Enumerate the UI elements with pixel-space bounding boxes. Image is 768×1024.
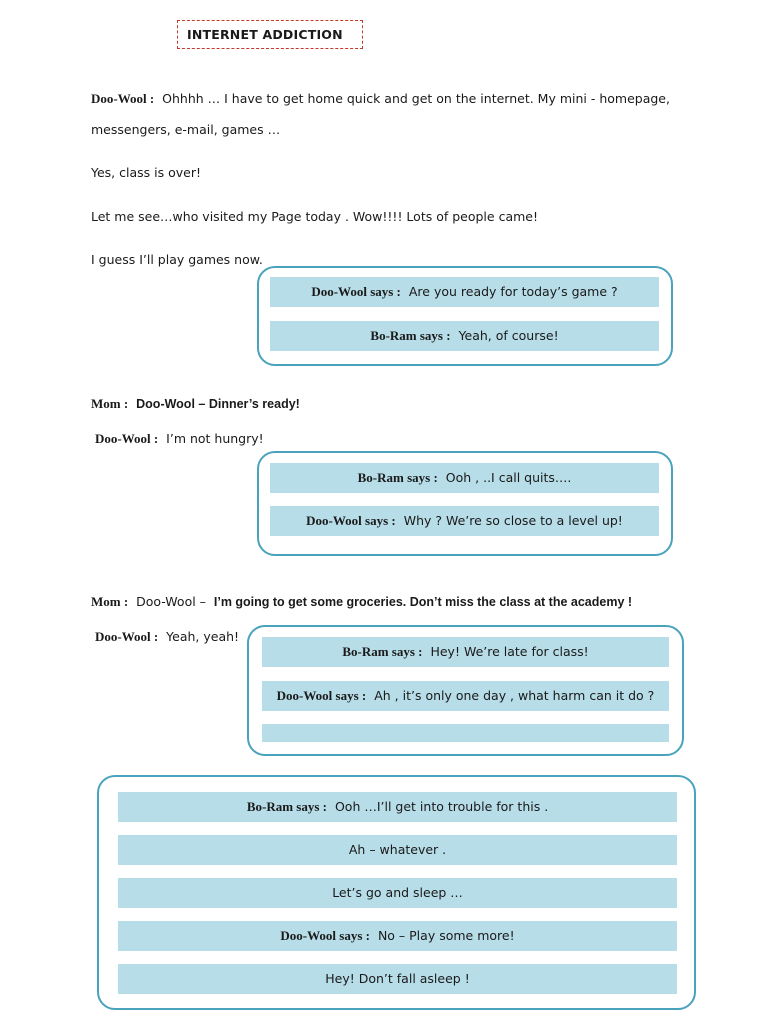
intro-line-2: messengers, e-mail, games … bbox=[91, 122, 281, 137]
speaker-label: Mom : bbox=[91, 396, 129, 411]
speaker-label: Doo-Wool : bbox=[91, 91, 155, 106]
doo-wool-line-1: Doo-Wool : I’m not hungry! bbox=[95, 431, 264, 447]
chat-box-4: Bo-Ram says : Ooh …I’ll get into trouble… bbox=[97, 775, 696, 1010]
intro-line-4: Let me see…who visited my Page today . W… bbox=[91, 209, 538, 224]
speaker-label: Doo-Wool : bbox=[95, 629, 159, 644]
intro-line-3: Yes, class is over! bbox=[91, 165, 201, 180]
speaker-label: Bo-Ram says : bbox=[342, 644, 423, 659]
speaker-label: Doo-Wool says : bbox=[276, 688, 367, 703]
dialogue-text: I’m not hungry! bbox=[166, 431, 264, 446]
dialogue-name: Doo-Wool – bbox=[136, 594, 206, 609]
mom-line-1: Mom : Doo-Wool – Dinner’s ready! bbox=[91, 396, 300, 412]
message-text: Are you ready for today’s game ? bbox=[408, 284, 618, 299]
message-text: Ah – whatever . bbox=[348, 842, 447, 857]
chat-message: Bo-Ram says : Ooh …I’ll get into trouble… bbox=[118, 792, 677, 822]
speaker-label: Doo-Wool says : bbox=[306, 513, 396, 528]
message-text: Hey! Don’t fall asleep ! bbox=[325, 971, 470, 986]
chat-message: Let’s go and sleep … bbox=[118, 878, 677, 908]
speaker-label: Bo-Ram says : bbox=[246, 799, 327, 814]
chat-message-empty bbox=[262, 724, 669, 742]
chat-message: Bo-Ram says : Hey! We’re late for class! bbox=[262, 637, 669, 667]
speaker-label: Bo-Ram says : bbox=[370, 328, 451, 343]
message-text: Ooh …I’ll get into trouble for this . bbox=[334, 799, 549, 814]
chat-box-1: Doo-Wool says : Are you ready for today’… bbox=[257, 266, 673, 366]
message-text: Ah , it’s only one day , what harm can i… bbox=[374, 688, 655, 703]
message-text: Why ? We’re so close to a level up! bbox=[403, 513, 623, 528]
mom-line-2: Mom : Doo-Wool – I’m going to get some g… bbox=[91, 594, 632, 610]
chat-message: Doo-Wool says : Ah , it’s only one day ,… bbox=[262, 681, 669, 711]
doo-wool-line-2: Doo-Wool : Yeah, yeah! bbox=[95, 629, 239, 645]
message-text: No – Play some more! bbox=[377, 928, 515, 943]
dialogue-text: Yeah, yeah! bbox=[166, 629, 240, 644]
intro-line-5: I guess I’ll play games now. bbox=[91, 252, 263, 267]
chat-message: Doo-Wool says : No – Play some more! bbox=[118, 921, 677, 951]
speaker-label: Doo-Wool : bbox=[95, 431, 159, 446]
speaker-label: Doo-Wool says : bbox=[280, 928, 370, 943]
chat-message: Doo-Wool says : Are you ready for today’… bbox=[270, 277, 659, 307]
message-text: Let’s go and sleep … bbox=[332, 885, 463, 900]
dialogue-text: I’m going to get some groceries. Don’t m… bbox=[213, 595, 633, 609]
dialogue-text: Doo-Wool – Dinner’s ready! bbox=[136, 397, 300, 411]
chat-message: Doo-Wool says : Why ? We’re so close to … bbox=[270, 506, 659, 536]
speaker-label: Mom : bbox=[91, 594, 129, 609]
chat-message: Bo-Ram says : Yeah, of course! bbox=[270, 321, 659, 351]
chat-message: Hey! Don’t fall asleep ! bbox=[118, 964, 677, 994]
intro-line-1: Doo-Wool : Ohhhh … I have to get home qu… bbox=[91, 91, 670, 107]
message-text: Hey! We’re late for class! bbox=[430, 644, 589, 659]
speaker-label: Doo-Wool says : bbox=[311, 284, 401, 299]
dialogue-text: Ohhhh … I have to get home quick and get… bbox=[162, 91, 670, 106]
chat-message: Bo-Ram says : Ooh , ..I call quits…. bbox=[270, 463, 659, 493]
chat-message: Ah – whatever . bbox=[118, 835, 677, 865]
chat-box-3: Bo-Ram says : Hey! We’re late for class!… bbox=[247, 625, 684, 756]
speaker-label: Bo-Ram says : bbox=[357, 470, 438, 485]
message-text: Ooh , ..I call quits…. bbox=[445, 470, 572, 485]
page-title: INTERNET ADDICTION bbox=[177, 20, 363, 49]
chat-box-2: Bo-Ram says : Ooh , ..I call quits…. Doo… bbox=[257, 451, 673, 556]
message-text: Yeah, of course! bbox=[458, 328, 559, 343]
